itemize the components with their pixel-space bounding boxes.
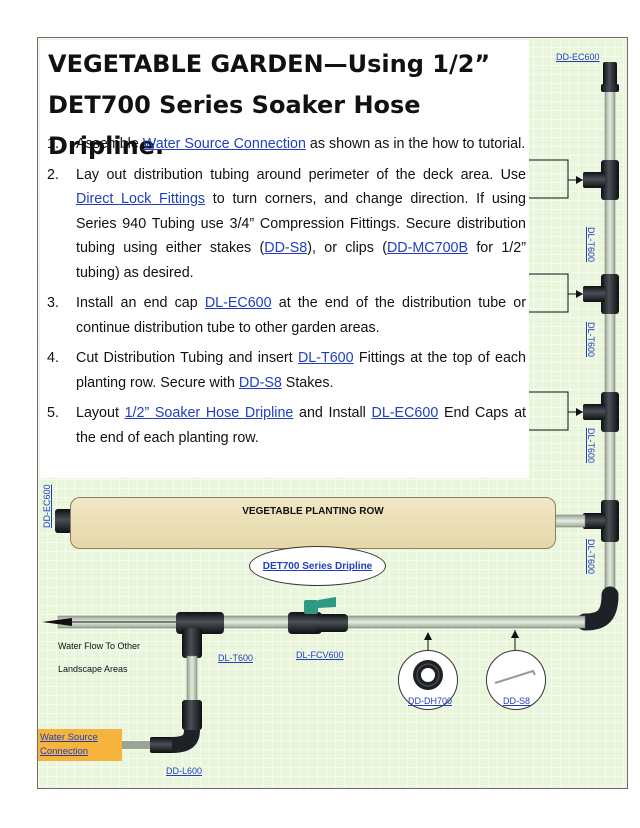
water-flow-note-line1: Water Flow To Other <box>58 641 141 651</box>
end-cap-top-collar <box>601 84 619 92</box>
water-source-connection-box[interactable]: Water Source Connection <box>38 729 122 761</box>
title-line-2: DET700 Series Soaker Hose Dripline. <box>48 91 421 160</box>
dd-dh700-inset <box>398 650 458 710</box>
tee-1 <box>583 160 619 200</box>
flow-arrow <box>42 618 72 626</box>
label-dd-s8[interactable]: DD-S8 <box>503 696 531 706</box>
label-dl-t600-bottom[interactable]: DL-T600 <box>218 653 254 663</box>
stake-icon <box>494 669 536 684</box>
label-dd-dh700[interactable]: DD-DH700 <box>408 696 453 706</box>
row-bracket-1 <box>528 159 569 199</box>
instruction-steps: 1. Assemble Water Source Connection as s… <box>46 132 526 456</box>
step-2: 2. Lay out distribution tubing around pe… <box>47 166 527 281</box>
instructions-panel <box>40 40 529 478</box>
tee-3 <box>583 392 619 432</box>
planting-row-title: VEGETABLE PLANTING ROW <box>242 506 384 517</box>
dd-s8-inset <box>486 650 546 710</box>
page-title: VEGETABLE GARDEN—Using 1/2” DET700 Serie… <box>48 44 528 167</box>
label-dd-ec600-left[interactable]: DD-EC600 <box>42 484 52 528</box>
soaker-hose-dripline-link[interactable]: 1/2” Soaker Hose Dripline <box>124 405 294 421</box>
water-flow-note-line2: Landscape Areas <box>58 664 128 674</box>
label-dl-t600-4[interactable]: DL-T600 <box>586 539 596 575</box>
hose-coil-icon <box>413 660 443 690</box>
vegetable-planting-row: VEGETABLE PLANTING ROW <box>70 497 556 549</box>
step-4: 4. Cut Distribution Tubing and insert DL… <box>47 350 526 391</box>
supply-tee <box>176 612 224 658</box>
water-source-line2: Connection <box>40 746 89 757</box>
row-bracket-3 <box>528 391 569 431</box>
direct-lock-fittings-link[interactable]: Direct Lock Fittings <box>76 191 206 207</box>
dl-ec600-link[interactable]: DL-EC600 <box>204 295 272 311</box>
end-cap-top <box>603 62 617 90</box>
label-dl-t600-1[interactable]: DL-T600 <box>586 227 596 263</box>
label-dl-t600-2[interactable]: DL-T600 <box>586 322 596 358</box>
step-3: 3. Install an end cap DL-EC600 at the en… <box>47 295 527 336</box>
step-5: 5. Layout 1/2” Soaker Hose Dripline and … <box>47 405 526 446</box>
water-source-connection-link[interactable]: Water Source Connection <box>142 136 306 152</box>
step-1: 1. Assemble Water Source Connection as s… <box>47 136 526 152</box>
dl-ec600-endcap-link[interactable]: DL-EC600 <box>371 405 439 421</box>
label-dl-fcv600[interactable]: DL-FCV600 <box>296 650 344 660</box>
elbow-right <box>576 586 619 631</box>
dl-t600-link[interactable]: DL-T600 <box>297 350 354 366</box>
label-dd-ec600-top[interactable]: DD-EC600 <box>556 52 600 62</box>
label-dd-l600[interactable]: DD-L600 <box>166 766 203 776</box>
dd-s8-link[interactable]: DD-S8 <box>264 240 308 256</box>
label-dl-t600-3[interactable]: DL-T600 <box>586 428 596 464</box>
flow-control-valve <box>288 597 348 634</box>
dd-mc700b-link[interactable]: DD-MC700B <box>386 240 469 256</box>
elbow-bottom <box>150 700 202 753</box>
tee-4 <box>583 500 619 542</box>
dripline-label[interactable]: DET700 Series Dripline <box>249 546 386 586</box>
tee-2 <box>583 274 619 314</box>
title-line-1: VEGETABLE GARDEN—Using 1/2” <box>48 50 491 78</box>
water-source-line1: Water Source <box>40 732 98 743</box>
dd-s8-stakes-link[interactable]: DD-S8 <box>238 374 282 391</box>
row-bracket-2 <box>528 273 569 313</box>
